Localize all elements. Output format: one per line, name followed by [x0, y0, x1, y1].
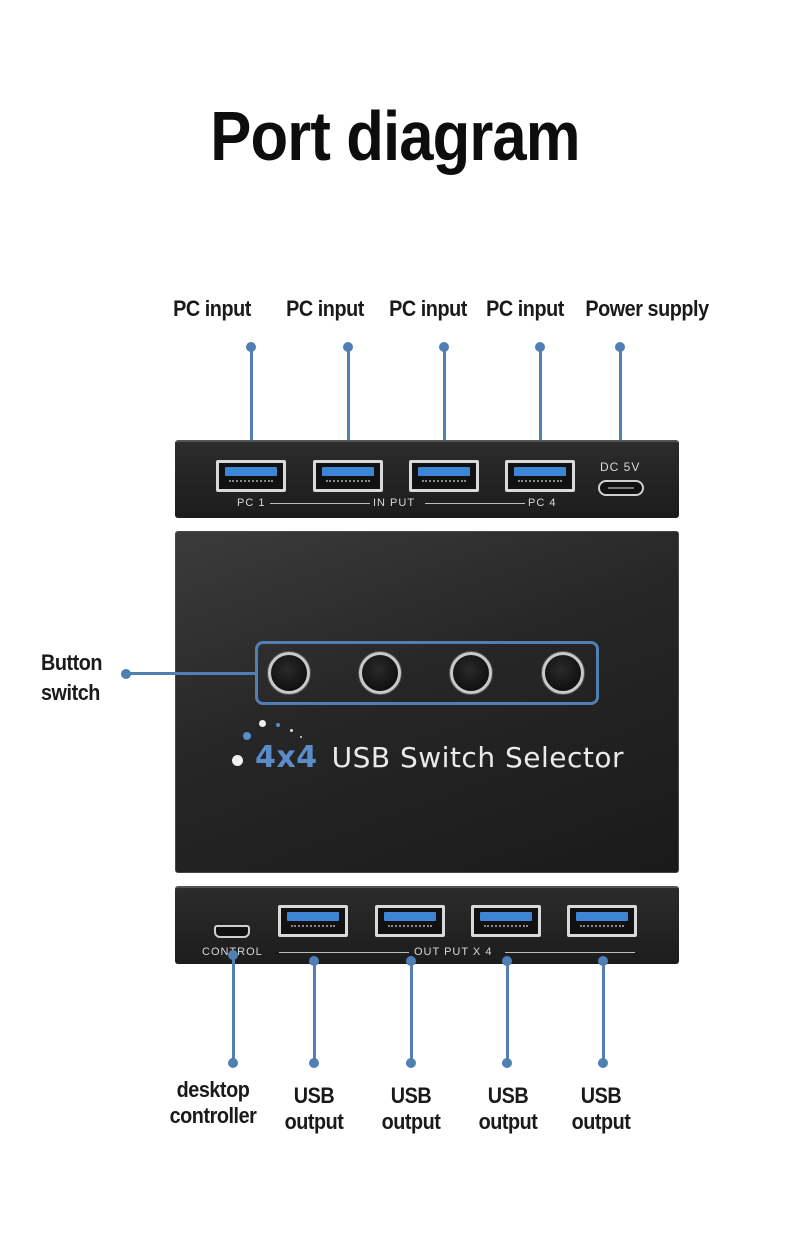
logo-dot: [259, 720, 266, 727]
leader-dot: [309, 1058, 319, 1068]
leader-line: [506, 961, 509, 1063]
silk-line: [425, 503, 525, 504]
logo-dot: [276, 723, 280, 727]
switch-button-3[interactable]: [450, 652, 492, 694]
usb-output-label-1: USB output: [251, 1083, 377, 1135]
leader-line: [443, 347, 446, 450]
label-line2: output: [284, 1109, 344, 1134]
logo-dot: [300, 736, 302, 738]
leader-dot: [406, 1058, 416, 1068]
product-model: 4x4: [255, 740, 318, 775]
leader-line: [410, 961, 413, 1063]
label-line1: USB: [580, 1083, 622, 1108]
leader-line: [313, 961, 316, 1063]
power-supply-label: Power supply: [585, 296, 709, 321]
leader-dot: [598, 1058, 608, 1068]
input-silkscreen: IN PUT: [373, 497, 416, 509]
silk-line: [279, 952, 409, 953]
label-line2: output: [478, 1109, 538, 1134]
usb-output-label-3: USB output: [445, 1083, 571, 1135]
dc-5v-silkscreen: DC 5V: [600, 460, 641, 474]
leader-dot: [228, 1058, 238, 1068]
button-switch-label: Button switch: [41, 648, 103, 708]
usb-input-port-2: [313, 460, 383, 492]
product-name: 4x4 USB Switch Selector: [255, 740, 624, 775]
label-line1: desktop: [176, 1077, 250, 1102]
label-line2: output: [571, 1109, 631, 1134]
logo-dot: [290, 729, 293, 732]
pc-input-label-4: PC input: [486, 296, 564, 321]
usb-output-label-4: USB output: [538, 1083, 664, 1135]
button-switch-label-line2: switch: [41, 680, 100, 705]
leader-line: [619, 347, 622, 450]
pc-input-label-1: PC input: [173, 296, 251, 321]
usb-input-port-1: [216, 460, 286, 492]
usb-input-port-3: [409, 460, 479, 492]
page-title: Port diagram: [210, 97, 580, 175]
usb-output-port-4: [567, 905, 637, 937]
label-line1: USB: [293, 1083, 335, 1108]
switch-button-4[interactable]: [542, 652, 584, 694]
desktop-controller-label: desktop controller: [150, 1077, 276, 1129]
output-silkscreen: OUT PUT X 4: [414, 946, 493, 958]
switch-button-1[interactable]: [268, 652, 310, 694]
micro-usb-control-port: [214, 925, 250, 938]
label-line1: USB: [487, 1083, 529, 1108]
button-switch-label-line1: Button: [41, 650, 103, 675]
leader-line: [232, 955, 235, 1063]
silk-line: [505, 952, 635, 953]
usb-output-port-1: [278, 905, 348, 937]
pc-input-label-2: PC input: [286, 296, 364, 321]
label-line2: output: [381, 1109, 441, 1134]
leader-line: [347, 347, 350, 450]
button-group-frame: [255, 641, 599, 705]
usb-c-power-port: [598, 480, 644, 496]
silk-line: [270, 503, 370, 504]
leader-dot: [502, 1058, 512, 1068]
usb-input-port-4: [505, 460, 575, 492]
label-line2: controller: [169, 1103, 257, 1128]
label-line1: USB: [390, 1083, 432, 1108]
usb-output-label-2: USB output: [348, 1083, 474, 1135]
pc4-silkscreen: PC 4: [528, 497, 557, 509]
switch-button-2[interactable]: [359, 652, 401, 694]
leader-line: [126, 672, 255, 675]
logo-dot: [243, 732, 251, 740]
logo-bullet: [232, 755, 243, 766]
pc1-silkscreen: PC 1: [237, 497, 266, 509]
leader-line: [539, 347, 542, 450]
product-title: USB Switch Selector: [331, 741, 624, 774]
usb-output-port-3: [471, 905, 541, 937]
leader-line: [250, 347, 253, 450]
pc-input-label-3: PC input: [389, 296, 467, 321]
usb-output-port-2: [375, 905, 445, 937]
leader-line: [602, 961, 605, 1063]
